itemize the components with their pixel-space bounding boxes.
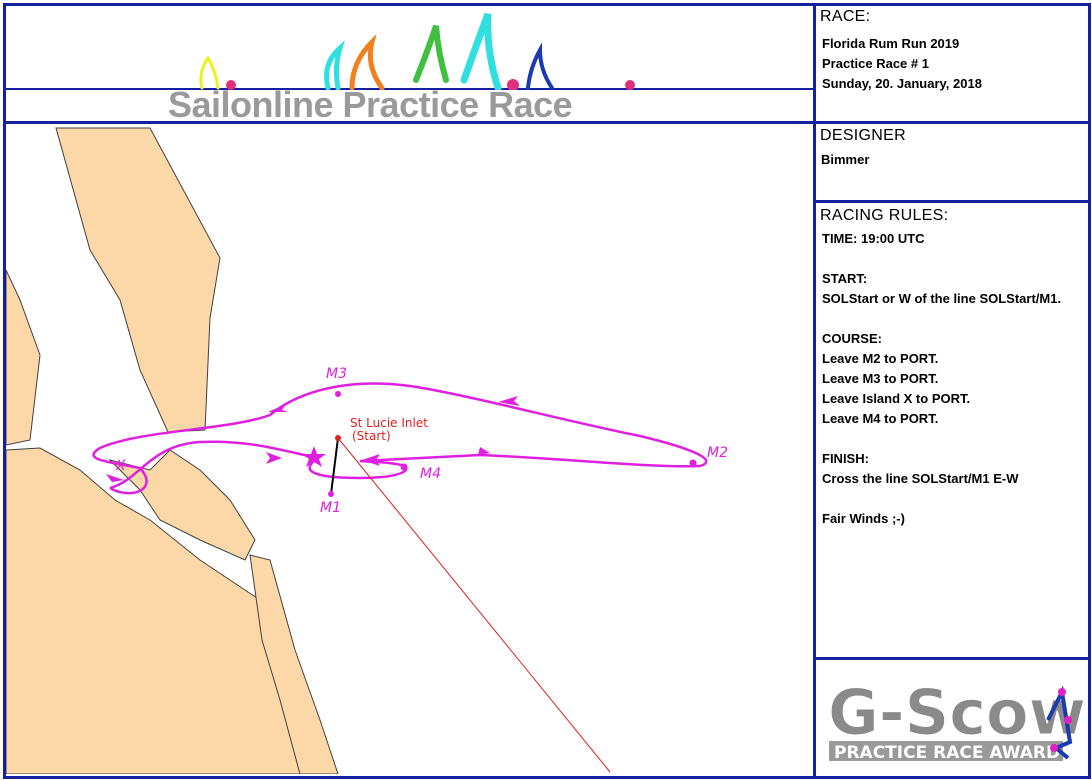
rules-course-line: Leave Island X to PORT.: [822, 391, 971, 406]
start-label: St Lucie Inlet: [350, 416, 428, 430]
mark-m2: [689, 459, 697, 467]
start-sublabel: (Start): [352, 429, 391, 443]
rules-finish-heading: FINISH:: [822, 451, 869, 466]
mark-m3-label: M3: [326, 366, 347, 382]
mark-m1-label: M1: [320, 500, 341, 516]
chart-frame: [3, 3, 1091, 779]
race-date: Sunday, 20. January, 2018: [822, 76, 982, 91]
rules-course-line: Leave M2 to PORT.: [822, 351, 939, 366]
rules-time: TIME: 19:00 UTC: [822, 231, 925, 246]
mark-dot-1: [226, 80, 236, 90]
designer-heading: DESIGNER: [820, 127, 906, 144]
award-subtitle: PRACTICE RACE AWARD: [834, 743, 1060, 763]
award-dot-2: [1064, 716, 1072, 724]
sidebar-divider: [813, 3, 816, 777]
course-arrow: [498, 396, 520, 406]
designer-panel: DESIGNER Bimmer: [820, 127, 906, 170]
race-subtitle: Practice Race # 1: [822, 56, 929, 71]
award-bar: [827, 739, 1065, 763]
land-peninsula: [249, 554, 339, 774]
header-divider: [3, 121, 1091, 124]
mark-m1: [328, 491, 334, 497]
sail-blue: [526, 42, 554, 90]
rules-course-line: Leave M4 to PORT.: [822, 411, 939, 426]
mark-m3: [335, 391, 341, 397]
start-star-icon: [302, 446, 326, 467]
mark-m4: [400, 463, 408, 471]
rules-course-heading: COURSE:: [822, 331, 882, 346]
sail-orange: [349, 33, 385, 90]
award-dot-3: [1050, 744, 1058, 752]
race-panel: RACE: Florida Rum Run 2019 Practice Race…: [820, 8, 982, 94]
award-dot-1: [1058, 688, 1066, 696]
sail-cyan-2: [460, 12, 502, 90]
sail-cyan-1: [324, 40, 345, 90]
rules-signoff: Fair Winds ;-): [822, 511, 905, 526]
banner-sails: [199, 12, 635, 90]
race-heading: RACE:: [820, 8, 871, 25]
course-arrow: [268, 404, 288, 412]
banner-divider: [3, 88, 815, 90]
mark-m2-label: M2: [707, 445, 728, 461]
start-line: [330, 437, 339, 495]
start-point: [335, 435, 341, 441]
award-title: G-Scow: [828, 676, 1086, 749]
rules-start-heading: START:: [822, 271, 868, 286]
land-mainland-south: [6, 447, 331, 774]
award-logo: G-Scow PRACTICE RACE AWARD: [827, 676, 1086, 763]
course-map: St Lucie Inlet (Start) M1 M2 M3 M4 X: [6, 127, 728, 774]
mark-dot-3: [625, 80, 635, 90]
banner-title: Sailonline Practice Race: [168, 84, 573, 125]
sail-green: [413, 25, 449, 83]
award-divider: [815, 657, 1091, 660]
rules-start-text: SOLStart or W of the line SOLStart/M1.: [822, 291, 1062, 306]
mark-m4-label: M4: [420, 466, 441, 482]
mark-dot-2: [507, 79, 519, 90]
designer-divider-bottom: [815, 200, 1091, 203]
sail-yellow: [199, 55, 220, 90]
course-route-return: [109, 440, 319, 490]
course-arrow: [362, 454, 380, 466]
race-name: Florida Rum Run 2019: [822, 36, 960, 51]
rules-finish-text: Cross the line SOLStart/M1 E-W: [822, 471, 1019, 486]
course-arrow: [266, 452, 282, 464]
course-arrow: [106, 474, 124, 482]
award-sail-icon: [1046, 685, 1073, 760]
course-arrow: [478, 447, 490, 455]
designer-divider-top: [815, 121, 1091, 124]
mark-x-label: X: [115, 458, 126, 474]
designer-name: Bimmer: [821, 152, 870, 167]
rules-heading: RACING RULES:: [820, 207, 949, 224]
land-island-north: [55, 127, 221, 433]
rules-course-line: Leave M3 to PORT.: [822, 371, 939, 386]
rules-panel: RACING RULES: TIME: 19:00 UTC START: SOL…: [820, 207, 1061, 529]
bearing-line: [337, 437, 611, 773]
land-mainland-west: [6, 269, 41, 446]
